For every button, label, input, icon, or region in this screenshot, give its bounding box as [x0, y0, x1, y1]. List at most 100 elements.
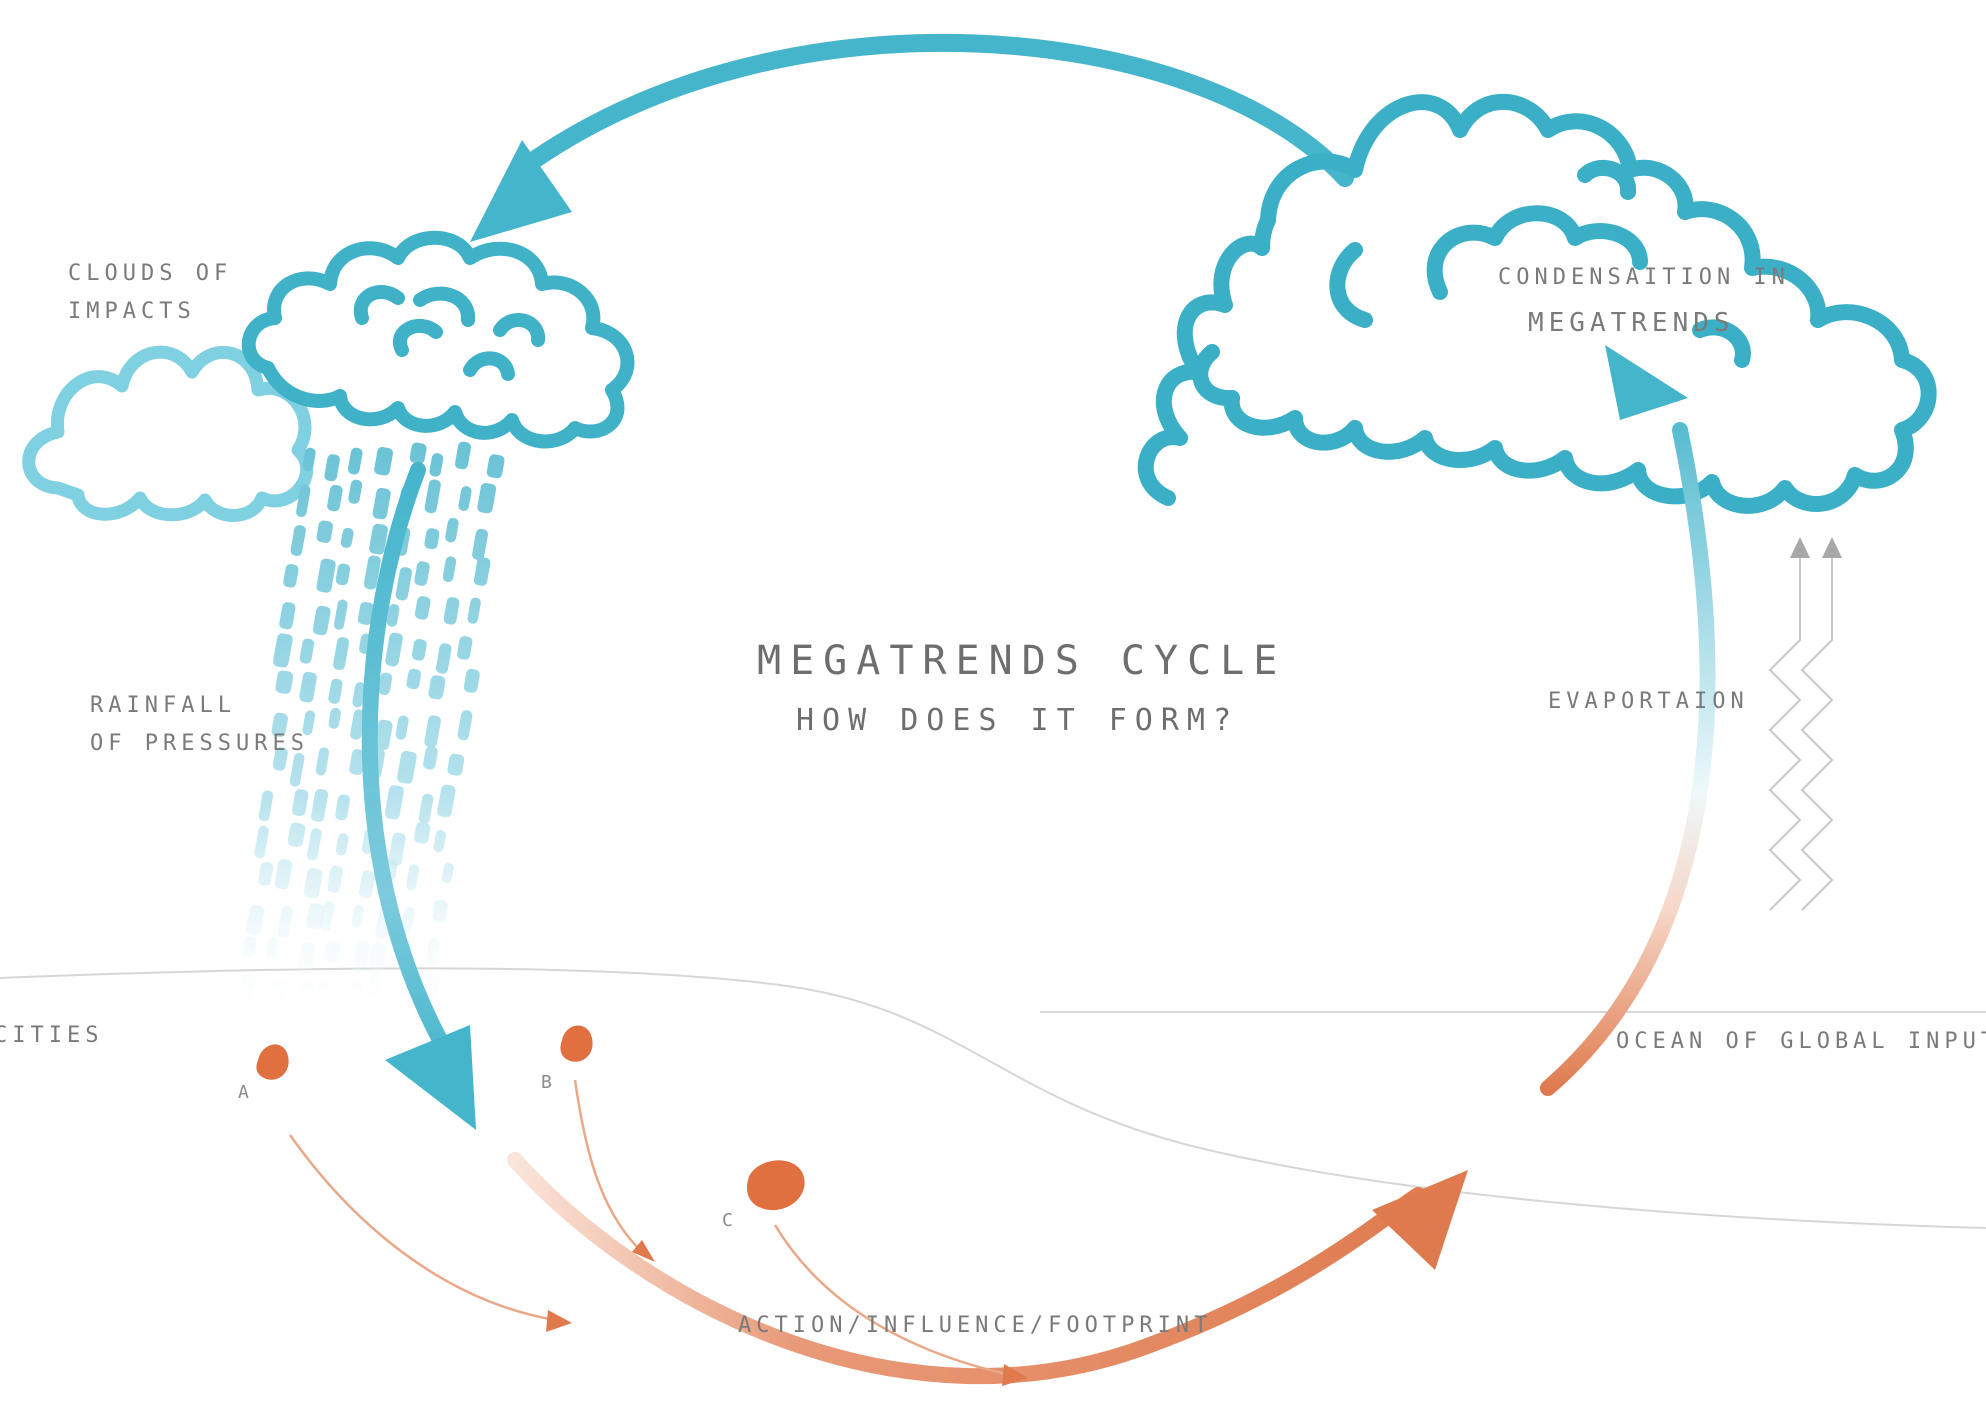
- rain-drop: [463, 668, 480, 693]
- rain-drop: [397, 750, 417, 784]
- rain-drop: [472, 528, 489, 561]
- rain-drop: [254, 825, 269, 859]
- rain-drop: [395, 715, 409, 740]
- ocean-label: OCEAN OF GLOBAL INPUT: [1616, 1029, 1986, 1054]
- point-b-dot: [560, 1025, 593, 1062]
- rain-drop: [274, 859, 293, 890]
- rain-drop: [348, 479, 363, 504]
- influence-arrow-b: [573, 1079, 641, 1251]
- rain-drop: [275, 670, 294, 694]
- rain-drop: [445, 517, 459, 543]
- evaporation-label: EVAPORTAION: [1548, 689, 1749, 714]
- rain-drop: [351, 905, 364, 928]
- rain-drop: [347, 447, 363, 475]
- influence-arrowheads: [546, 1240, 1028, 1386]
- rain-drop: [328, 678, 343, 704]
- point-c-label: C: [722, 1210, 733, 1231]
- rain-drop: [447, 753, 465, 776]
- action-label: ACTION/INFLUENCE/FOOTPRINT: [738, 1313, 1212, 1338]
- rain-drop: [265, 937, 279, 958]
- rain-drop: [443, 597, 460, 625]
- rain-drop: [437, 784, 456, 818]
- rain-drop: [367, 972, 381, 998]
- rain-drop: [457, 710, 473, 741]
- rain-drop: [312, 605, 331, 636]
- rain-drop: [467, 597, 481, 624]
- rain-drop: [316, 558, 336, 593]
- rain-drop: [277, 905, 293, 938]
- rain-drop: [414, 822, 431, 844]
- rain-drop: [315, 747, 330, 776]
- influence-arrows: [288, 1079, 1011, 1377]
- evaporation-zigzags: [1768, 558, 1834, 911]
- point-b-label: B: [541, 1072, 552, 1093]
- rainfall-arrow: [361, 462, 448, 1048]
- rain-drop: [333, 599, 348, 630]
- rain-drop: [388, 832, 406, 866]
- rain-drop: [372, 487, 391, 520]
- rainfall-label-line1: RAINFALL: [90, 693, 236, 718]
- rain-drop: [302, 710, 316, 736]
- rain-drop: [350, 709, 366, 740]
- rain-drop: [423, 746, 438, 770]
- rain-drop: [411, 638, 427, 661]
- diagram-title: MEGATRENDS CYCLE: [757, 638, 1286, 684]
- condensation-label-line1: CONDENSAITION IN: [1498, 265, 1790, 290]
- rain-drop: [299, 671, 317, 703]
- action-arrowhead: [1372, 1170, 1468, 1270]
- rain-drop: [323, 941, 341, 964]
- rain-drop: [296, 484, 311, 518]
- rain-drop: [287, 822, 306, 848]
- condensation-label-line2: MEGATRENDS: [1528, 308, 1735, 338]
- rain-drop: [349, 749, 366, 775]
- rain-drop: [299, 638, 315, 664]
- rain-drop: [306, 903, 324, 930]
- cities-label: CITIES: [0, 1023, 103, 1048]
- rain-drop: [435, 643, 452, 674]
- rain-drop: [357, 601, 375, 625]
- rain-drop: [418, 793, 434, 824]
- rain-drop: [374, 446, 393, 476]
- action-arc: [507, 1152, 1426, 1385]
- condensation-to-impacts-arc: [511, 33, 1354, 187]
- arc-arrowhead-left: [470, 140, 572, 242]
- rain-drop: [246, 905, 265, 935]
- rain-drop: [378, 672, 393, 696]
- rain-drop: [296, 980, 314, 1013]
- rain-drop: [335, 833, 349, 856]
- rain-drop: [409, 442, 427, 464]
- rain-drop: [302, 447, 316, 472]
- point-a-label: A: [238, 1082, 249, 1103]
- rain-drop: [406, 864, 420, 891]
- rain-drop: [333, 637, 350, 671]
- rain-drop: [374, 719, 393, 751]
- point-a-dot: [256, 1044, 289, 1080]
- rain-drop: [258, 790, 274, 822]
- rain-drop: [324, 454, 340, 482]
- rain-drop: [335, 794, 351, 821]
- rain-drop: [271, 712, 288, 738]
- rain-drop: [351, 940, 371, 974]
- rainfall-label-line2: OF PRESSURES: [90, 731, 309, 756]
- rainfall-arrowhead: [385, 1025, 476, 1130]
- rain-drop: [401, 906, 415, 934]
- influence-arrow-c: [773, 1224, 1011, 1377]
- rain-drop: [291, 789, 309, 817]
- rain-drop: [368, 943, 387, 974]
- clouds-label-line2: IMPACTS: [68, 299, 196, 324]
- rain-drop: [442, 556, 457, 583]
- rain-drop: [335, 563, 351, 586]
- rain-drop: [385, 632, 403, 667]
- rain-drop: [352, 682, 366, 708]
- evaporation-arrowhead: [1605, 345, 1688, 420]
- rain-drop: [384, 785, 404, 820]
- rain-drop: [327, 865, 343, 893]
- rain-drop: [473, 557, 491, 586]
- rain-drop: [290, 525, 306, 556]
- rain-drop: [328, 707, 341, 729]
- diagram-subtitle: HOW DOES IT FORM?: [796, 703, 1239, 738]
- rain-drop: [363, 555, 381, 590]
- rain-drop: [369, 523, 388, 555]
- rain-drop: [433, 829, 446, 853]
